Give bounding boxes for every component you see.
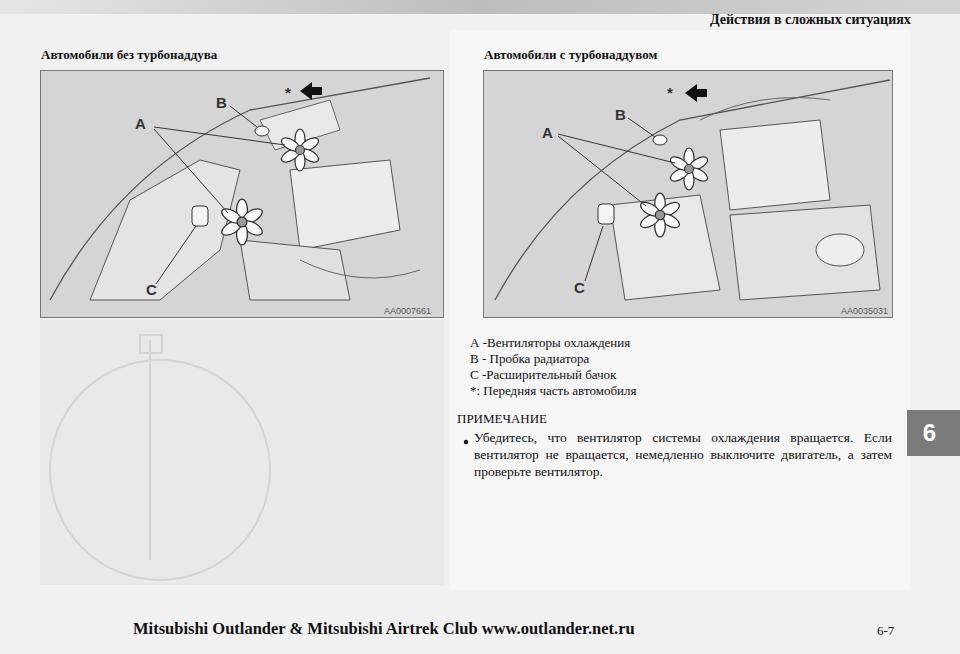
footer-club: Mitsubishi Outlander & Mitsubishi Airtre…	[133, 619, 635, 639]
figure-code: AA0007661	[384, 307, 431, 316]
engine-bay-right	[483, 70, 893, 318]
legend-line: *: Передняя часть автомобиля	[470, 383, 636, 399]
callout-letter: C	[574, 280, 585, 295]
legend-line: С -Расширительный бачок	[470, 367, 616, 383]
right-column	[450, 30, 910, 590]
front-mark: *	[285, 85, 291, 100]
front-mark: *	[667, 85, 673, 100]
figure-code: AA0035031	[841, 307, 888, 316]
note-heading: ПРИМЕЧАНИЕ	[457, 411, 547, 427]
note-bullet	[464, 440, 468, 444]
section-tab: 6	[907, 410, 960, 456]
callout-letter: A	[542, 125, 553, 140]
ghost-area	[40, 320, 444, 585]
engine-bay-left	[40, 70, 444, 318]
callout-letter: A	[135, 116, 146, 131]
panel-caption: Автомобили без турбонаддува	[41, 48, 217, 61]
ghost-drawing	[50, 335, 270, 580]
callout-letter: B	[615, 107, 626, 122]
figure-panel: Автомобили с турбонаддувомBA*CAA0035031	[483, 70, 893, 318]
panel-caption: Автомобили с турбонаддувом	[484, 48, 657, 61]
section-number: 6	[903, 410, 956, 456]
legend-line: В - Пробка радиатора	[470, 351, 589, 367]
figure-panel: Автомобили без турбонаддуваAB*CAA0007661	[40, 70, 444, 318]
top-band	[0, 0, 960, 14]
note-text: Убедитесь, что вентилятор системы охлажд…	[474, 429, 892, 480]
page-number: 6-7	[877, 623, 894, 639]
page-header: Действия в сложных ситуациях	[710, 12, 911, 28]
callout-letter: C	[146, 282, 157, 297]
legend-line: А -Вентиляторы охлаждения	[470, 335, 630, 351]
callout-letter: B	[216, 95, 227, 110]
